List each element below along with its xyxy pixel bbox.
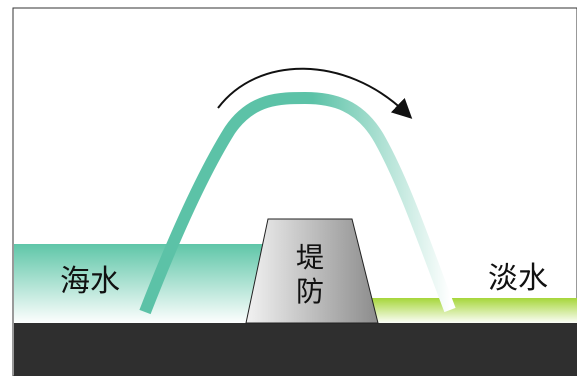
seawater-body <box>14 244 264 324</box>
seawater-label: 海水 <box>60 264 120 299</box>
frame-border <box>12 7 577 376</box>
ground <box>14 323 577 376</box>
dike-label-bottom: 防 <box>296 275 324 308</box>
siphon-tube <box>139 91 456 315</box>
flow-arrow <box>217 67 413 119</box>
freshwater-label: 淡水 <box>488 261 548 296</box>
dike <box>245 218 379 324</box>
dike-label-top: 堤 <box>296 241 324 274</box>
freshwater-body <box>372 298 577 324</box>
